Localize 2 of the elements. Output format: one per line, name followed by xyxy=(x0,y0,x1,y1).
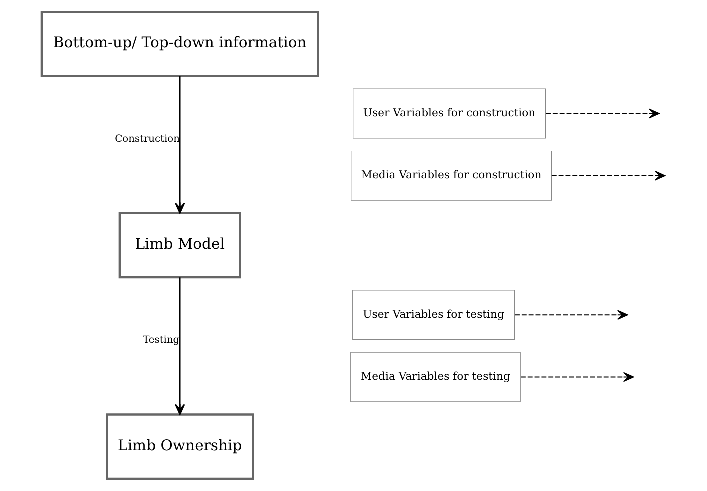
edge-label: Testing xyxy=(142,335,180,346)
edge-label: Construction xyxy=(114,134,180,145)
